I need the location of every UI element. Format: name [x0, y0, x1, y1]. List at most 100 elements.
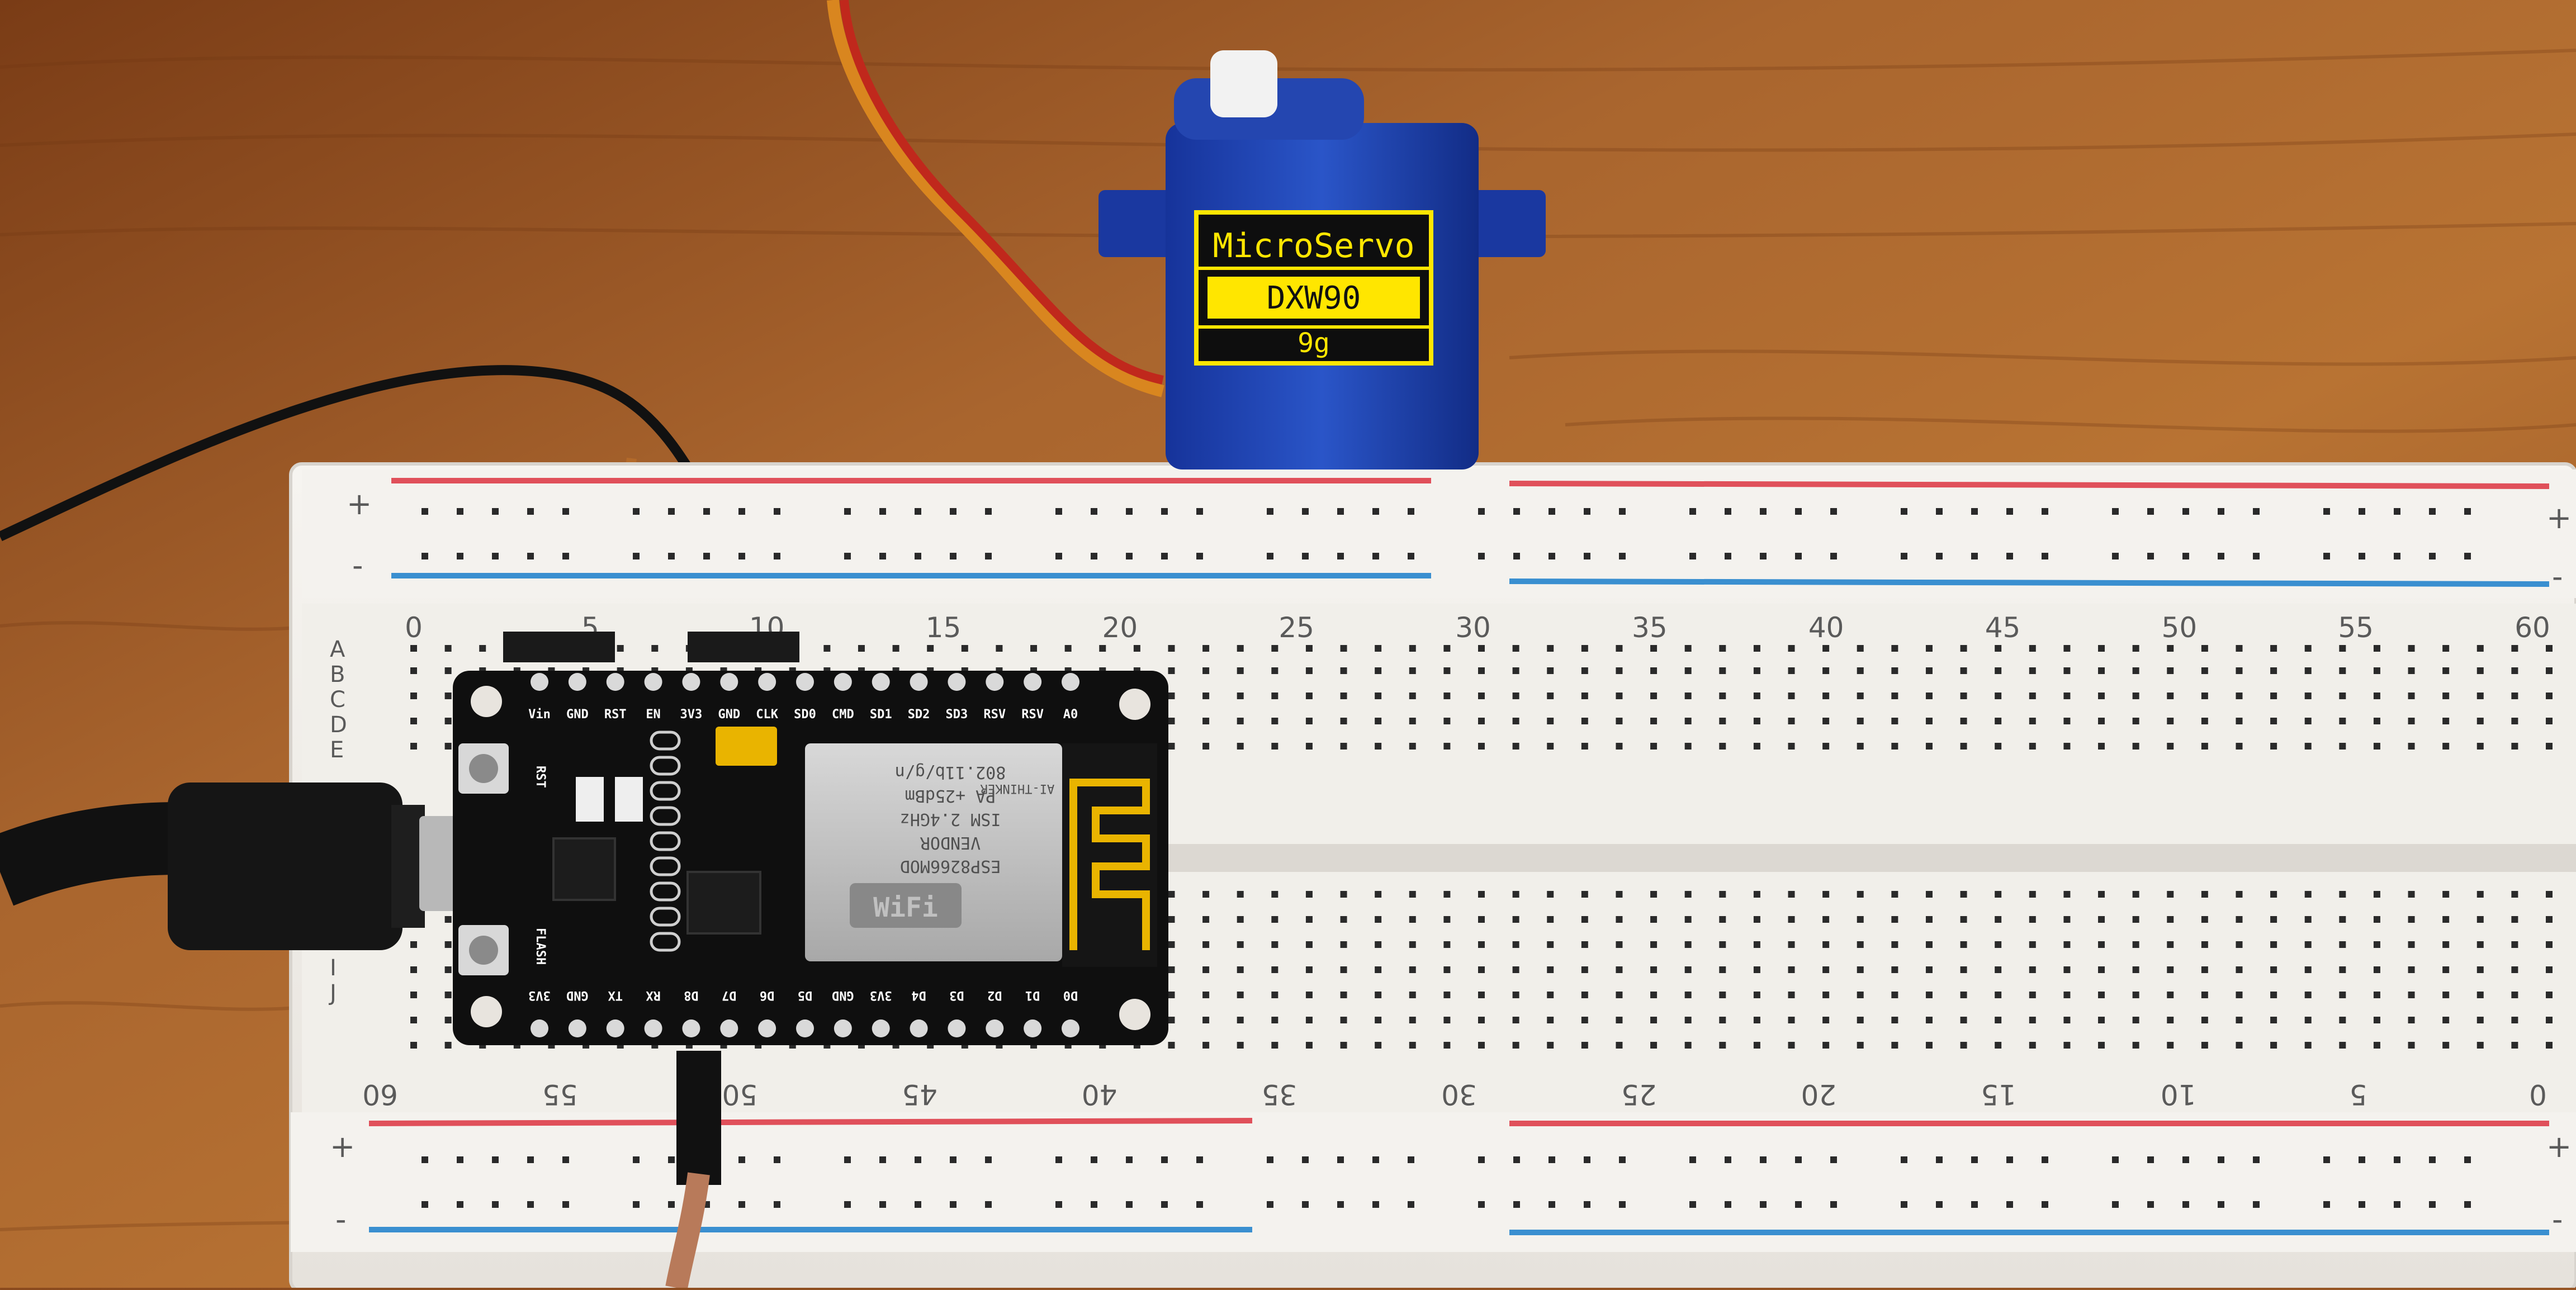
mount-hole-bl — [471, 996, 502, 1027]
servo-model-text: DXW90 — [1267, 280, 1361, 316]
row-letter: E — [330, 737, 344, 763]
column-number: 20 — [1801, 1078, 1837, 1111]
smd-component-2 — [615, 777, 643, 822]
pin-label: SD3 — [946, 708, 968, 722]
pin-label: D2 — [987, 988, 1002, 1002]
row-letter: A — [330, 637, 345, 662]
pin-label: CMD — [832, 708, 854, 722]
pin-label: SD1 — [870, 708, 892, 722]
column-number: 0 — [405, 611, 423, 644]
top-rail-minus-left: - — [352, 548, 363, 583]
module-text-line: ISM 2.4GHz — [900, 809, 1001, 829]
column-number: 55 — [542, 1078, 578, 1111]
column-number: 50 — [722, 1078, 758, 1111]
pin-label: D7 — [722, 988, 737, 1002]
rst-label: RST — [533, 766, 547, 788]
pin-pad — [986, 1019, 1004, 1037]
servo-model-box — [1208, 277, 1420, 319]
pin-label: D5 — [798, 988, 813, 1002]
servo-cable-orange — [827, 0, 1164, 397]
pin-pad — [568, 673, 586, 691]
pin-label: GND — [566, 708, 589, 722]
row-letter: I — [330, 955, 337, 981]
servo-brand-text: MicroServo — [1213, 226, 1414, 265]
pin-pad — [720, 1019, 738, 1037]
pcb-antenna — [1069, 779, 1150, 950]
top-rail-minus-right: - — [2552, 559, 2563, 594]
smd-component — [576, 777, 604, 822]
column-number: 30 — [1455, 611, 1491, 644]
pin-label: D8 — [684, 988, 699, 1002]
pin-pad — [1024, 673, 1042, 691]
column-number: 55 — [2338, 611, 2374, 644]
board-side-pads — [650, 731, 681, 952]
module-text-line: VENDOR — [920, 833, 981, 852]
pin-label: EN — [646, 708, 661, 722]
header-connector-right — [688, 632, 799, 662]
column-number: 25 — [1621, 1078, 1657, 1111]
wifi-logo-badge — [850, 883, 962, 928]
pin-label: SD0 — [794, 708, 816, 722]
top-rail-plus-left: + — [347, 486, 372, 521]
pin-label: A0 — [1063, 708, 1078, 722]
pin-label: D4 — [911, 988, 926, 1002]
pin-label: RST — [604, 708, 627, 722]
pin-pad — [531, 673, 548, 691]
pin-pad — [834, 1019, 852, 1037]
pin-label: 3V3 — [528, 988, 551, 1002]
column-number: 60 — [2515, 611, 2550, 644]
mount-hole-tr — [1119, 689, 1150, 720]
pin-pad — [644, 1019, 662, 1037]
pin-pad — [872, 673, 890, 691]
servo-cable-red — [840, 0, 1164, 385]
column-number: 20 — [1102, 611, 1138, 644]
column-number: 40 — [1082, 1078, 1117, 1111]
servo-weight-text: 9g — [1298, 328, 1330, 359]
pin-label: GND — [832, 988, 854, 1002]
row-letter: D — [330, 712, 347, 738]
pin-label: D0 — [1063, 988, 1078, 1002]
pin-pad — [606, 673, 624, 691]
bottom-rail-plus-left: + — [330, 1129, 355, 1164]
pin-pad — [1062, 1019, 1079, 1037]
bottom-rail-minus-right: - — [2552, 1202, 2563, 1237]
pin-pad — [606, 1019, 624, 1037]
pin-pad — [948, 673, 966, 691]
pin-pad — [1062, 673, 1079, 691]
pin-pad — [568, 1019, 586, 1037]
pin-pad — [910, 1019, 928, 1037]
column-number: 0 — [2529, 1078, 2547, 1111]
pin-label: SD2 — [908, 708, 930, 722]
pin-pad — [796, 673, 814, 691]
pin-pad — [682, 1019, 700, 1037]
capacitor-yellow — [716, 727, 777, 766]
mount-hole-br — [1119, 999, 1150, 1030]
column-number: 30 — [1441, 1078, 1477, 1111]
pin-label: 3V3 — [680, 708, 703, 722]
column-number: 15 — [926, 611, 962, 644]
flash-label: FLASH — [533, 928, 547, 965]
usb-serial-chip — [552, 837, 616, 901]
column-number: 50 — [2162, 611, 2198, 644]
bottom-rail-minus-left: - — [335, 1202, 347, 1237]
column-number: 40 — [1808, 611, 1844, 644]
row-letter: C — [330, 687, 345, 713]
column-number: 15 — [1981, 1078, 2016, 1111]
servo-shaft — [1210, 50, 1277, 117]
pin-pad — [910, 673, 928, 691]
pin-pad — [872, 1019, 890, 1037]
pin-pad — [758, 1019, 776, 1037]
pin-label: GND — [718, 708, 740, 722]
column-number: 60 — [362, 1078, 398, 1111]
pin-label: RSV — [1021, 708, 1044, 722]
wifi-logo: WiFi — [873, 892, 938, 923]
pin-pad — [834, 673, 852, 691]
column-number: 45 — [1985, 611, 2021, 644]
column-number: 10 — [2161, 1078, 2196, 1111]
